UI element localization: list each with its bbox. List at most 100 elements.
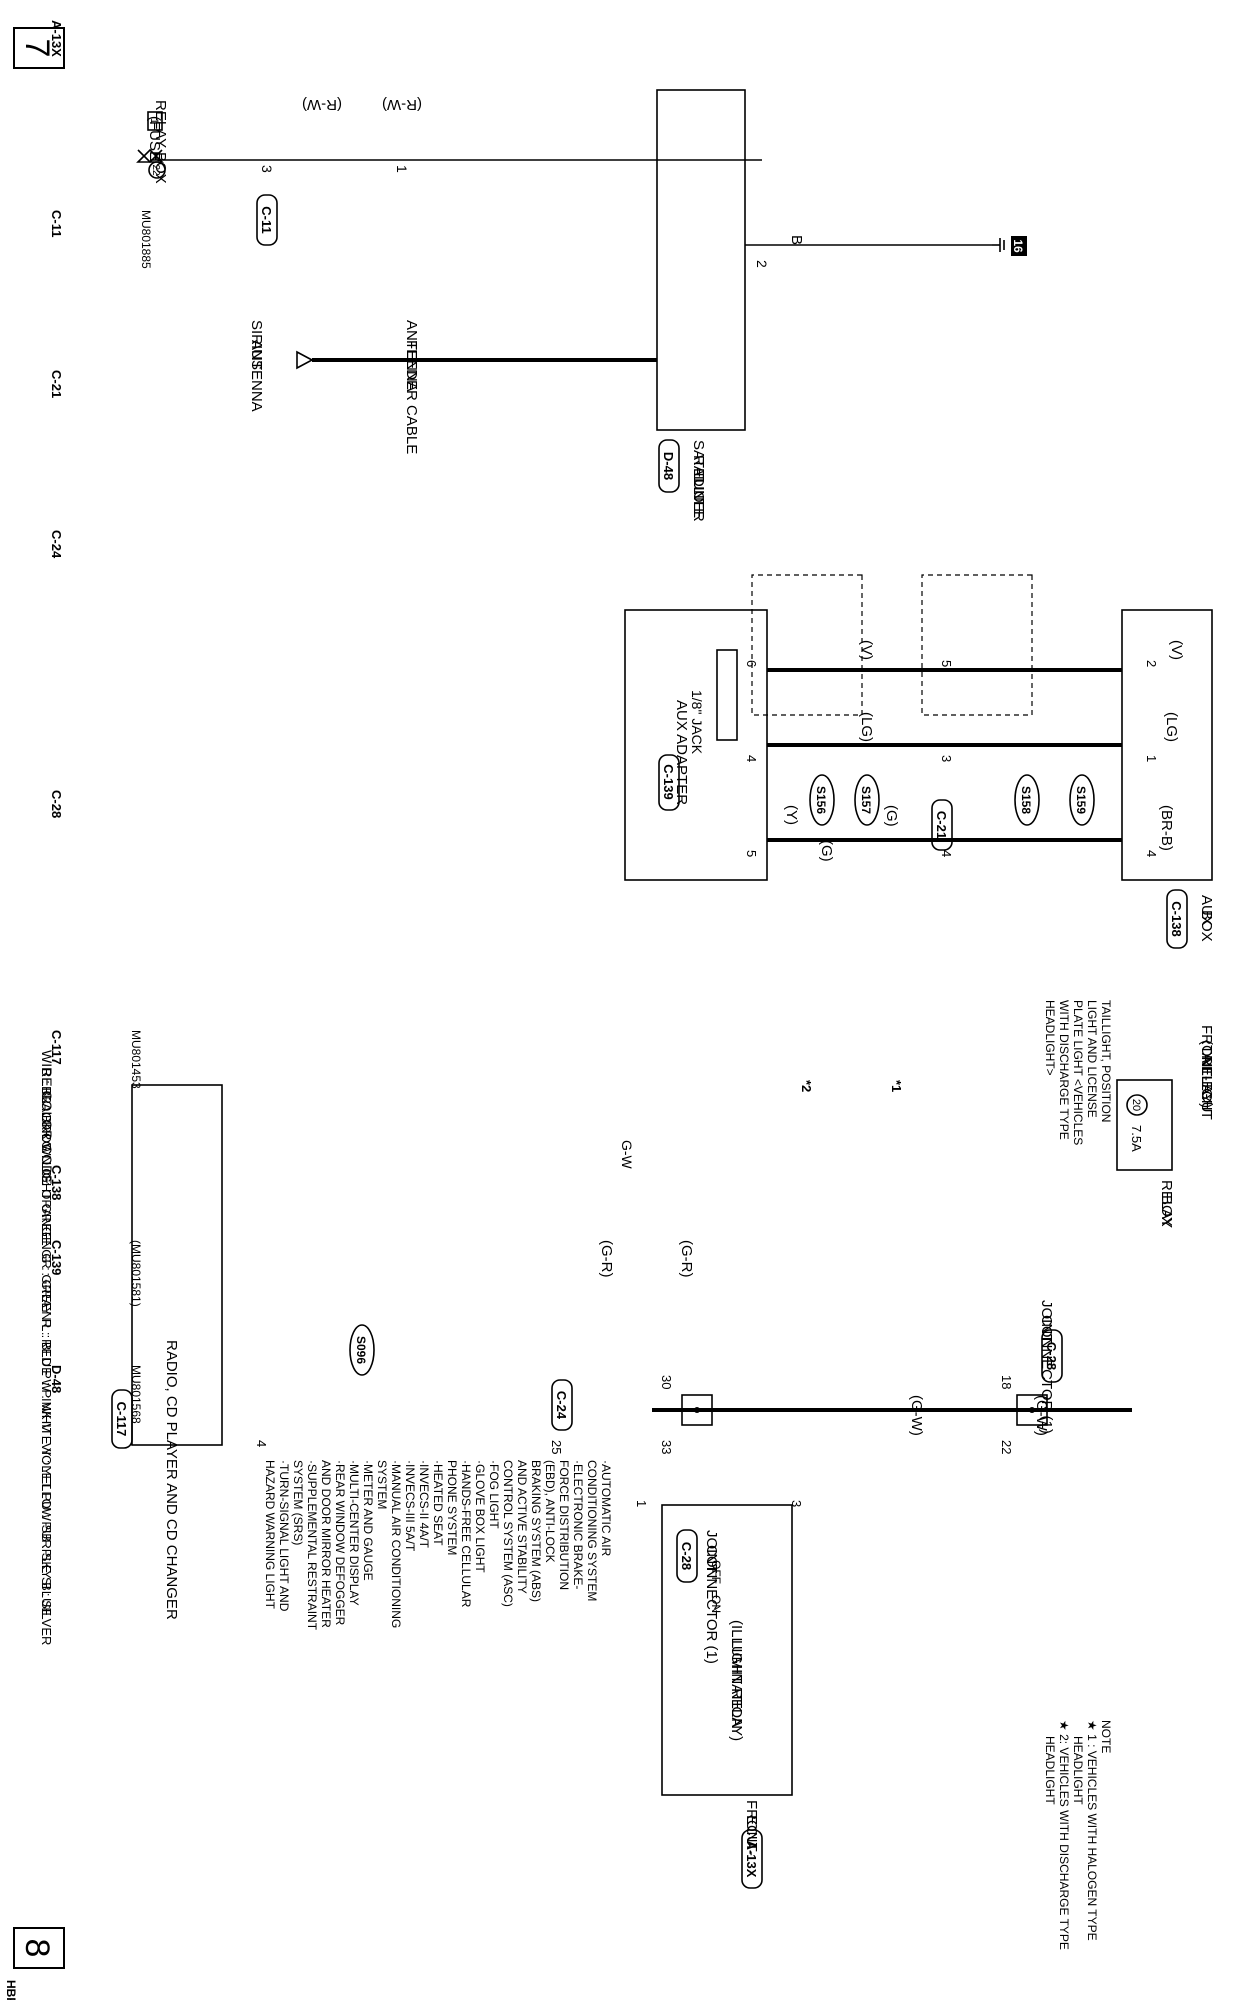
svg-text:D-48: D-48 xyxy=(49,1365,64,1393)
connector-c11: C-11 MU801885 xyxy=(49,210,153,269)
svg-text:S157: S157 xyxy=(859,786,873,814)
svg-text:*2: *2 xyxy=(799,1080,814,1092)
svg-text:ANTENNA: ANTENNA xyxy=(248,340,265,412)
svg-text:(V): (V) xyxy=(858,640,875,660)
svg-text:30: 30 xyxy=(659,1375,674,1389)
svg-text:(BR-B): (BR-B) xyxy=(1158,805,1175,851)
svg-text:HEADLIGHT: HEADLIGHT xyxy=(1043,1736,1057,1805)
svg-text:(G-R): (G-R) xyxy=(678,1240,695,1278)
svg-text:A-13X: A-13X xyxy=(49,20,64,57)
svg-text:(G): (G) xyxy=(883,805,900,827)
shield-box-2 xyxy=(751,574,863,716)
svg-text:16: 16 xyxy=(1011,239,1025,253)
svg-text:·MANUAL AIR CONDITIONING: ·MANUAL AIR CONDITIONING xyxy=(389,1460,403,1628)
svg-text:LIGHT AND LICENSE: LIGHT AND LICENSE xyxy=(1085,1000,1099,1118)
svg-text:B: B xyxy=(788,235,805,245)
connector-a13x: A-13X xyxy=(49,20,64,57)
svg-text:25: 25 xyxy=(549,1440,564,1454)
svg-text:JOINT: JOINT xyxy=(1038,1300,1055,1343)
aux-box: AUX BOX C-138 xyxy=(1121,609,1215,949)
svg-text:*1: *1 xyxy=(889,1080,904,1092)
svg-text:C-139: C-139 xyxy=(661,764,676,799)
svg-text:33: 33 xyxy=(659,1440,674,1454)
svg-text:LIGHT RELAY): LIGHT RELAY) xyxy=(728,1640,745,1741)
joint-connector-1b: JOINT CONNECTOR (1) C-28 30 33 xyxy=(659,1375,720,1664)
svg-text:S156: S156 xyxy=(814,786,828,814)
svg-text:ON: ON xyxy=(709,1595,723,1613)
svg-text:·INVECS-III 5A/T: ·INVECS-III 5A/T xyxy=(403,1460,417,1552)
svg-text:SYSTEM: SYSTEM xyxy=(375,1460,389,1509)
svg-text:HEADLIGHT: HEADLIGHT xyxy=(1071,1736,1085,1805)
svg-text:C-24: C-24 xyxy=(554,1391,569,1420)
svg-text:(ILLUMINATION: (ILLUMINATION xyxy=(728,1620,745,1729)
svg-text:CONNECTOR (1): CONNECTOR (1) xyxy=(703,1545,720,1664)
svg-text:ECU: ECU xyxy=(743,1815,760,1847)
svg-text:TAILLIGHT, POSITION: TAILLIGHT, POSITION xyxy=(1099,1000,1113,1122)
svg-text:ANTENNA: ANTENNA xyxy=(403,320,420,392)
splice-s158: S158 xyxy=(1014,774,1040,826)
svg-text:22: 22 xyxy=(150,164,161,176)
connector-c117: C-117 MU801453 xyxy=(49,1030,143,1089)
svg-text:WIRE COLOR CODE: WIRE COLOR CODE xyxy=(39,1050,55,1185)
svg-text:·MULTI-CENTER DISPLAY: ·MULTI-CENTER DISPLAY xyxy=(347,1460,361,1606)
svg-text:6: 6 xyxy=(744,660,759,667)
svg-text:WITH DISCHARGE TYPE: WITH DISCHARGE TYPE xyxy=(1057,1000,1071,1140)
svg-text:(Y): (Y) xyxy=(783,805,800,825)
taillight-note: TAILLIGHT, POSITION LIGHT AND LICENSE PL… xyxy=(1043,1000,1113,1145)
svg-text:1: 1 xyxy=(634,1500,649,1507)
sirius-antenna-icon: SIRIUS ANTENNA xyxy=(248,320,314,412)
shield-box-1 xyxy=(921,574,1033,716)
svg-text:MU801885: MU801885 xyxy=(139,210,153,269)
svg-text:AND ACTIVE STABILITY: AND ACTIVE STABILITY xyxy=(515,1460,529,1594)
svg-text:HAZARD WARNING LIGHT: HAZARD WARNING LIGHT xyxy=(263,1460,277,1610)
splice-s157: S157 xyxy=(854,774,880,826)
svg-text:·METER AND GAUGE: ·METER AND GAUGE xyxy=(361,1460,375,1581)
svg-text:(V): (V) xyxy=(1168,640,1185,660)
svg-text:4: 4 xyxy=(254,1440,269,1447)
svg-text:(G-W): (G-W) xyxy=(908,1395,925,1436)
svg-text:OFF: OFF xyxy=(709,1560,723,1584)
svg-text:1: 1 xyxy=(394,165,410,173)
svg-text:C-139: C-139 xyxy=(49,1240,64,1275)
svg-text:MU801453: MU801453 xyxy=(129,1030,143,1089)
connector-label-c24: C-24 25 xyxy=(549,1379,573,1454)
svg-text:HEADLIGHT>: HEADLIGHT> xyxy=(1043,1000,1057,1076)
svg-text:JOINT: JOINT xyxy=(703,1530,720,1573)
svg-text:C-138: C-138 xyxy=(49,1165,64,1200)
connector-label-c11: C-11 xyxy=(256,194,278,246)
svg-text:·HEATED SEAT: ·HEATED SEAT xyxy=(431,1460,445,1546)
note-box: NOTE ★ 1 : VEHICLES WITH HALOGEN TYPE HE… xyxy=(1043,1720,1113,1950)
svg-text:·SUPPLEMENTAL RESTRAINT: ·SUPPLEMENTAL RESTRAINT xyxy=(305,1460,319,1631)
svg-text:PHONE SYSTEM: PHONE SYSTEM xyxy=(445,1460,459,1555)
svg-text:SYSTEM (SRS): SYSTEM (SRS) xyxy=(291,1460,305,1545)
svg-text:1: 1 xyxy=(1144,755,1159,762)
svg-text:2: 2 xyxy=(1144,660,1159,667)
svg-text:4: 4 xyxy=(744,755,759,762)
svg-text:C-28: C-28 xyxy=(49,790,64,818)
svg-text:C-138: C-138 xyxy=(1169,901,1184,936)
connector-label-c21: C-21 xyxy=(931,799,953,851)
ground-16-icon: 16 xyxy=(992,236,1027,256)
svg-text:RADIO: RADIO xyxy=(690,455,707,503)
svg-text:C-21: C-21 xyxy=(49,370,64,398)
svg-text:MU801568: MU801568 xyxy=(129,1365,143,1424)
svg-text:AUX: AUX xyxy=(1198,895,1215,926)
front-ecu-taillight-relay: FRONT-ECU (TAILLIGHT RELAY) xyxy=(1198,1025,1215,1120)
illumination-relay: (ILLUMINATION LIGHT RELAY) OFF ON FRONT-… xyxy=(661,1504,793,1889)
svg-text:·REAR WINDOW DEFOGGER: ·REAR WINDOW DEFOGGER xyxy=(333,1460,347,1626)
svg-text:FORCE DISTRIBUTION: FORCE DISTRIBUTION xyxy=(557,1460,571,1590)
svg-text:B : BLACK LG : LIGHT GREEN: B : BLACK LG : LIGHT GREEN G : GREEN L :… xyxy=(39,1068,54,1616)
svg-text:(R-W): (R-W) xyxy=(302,96,342,113)
svg-text:1: 1 xyxy=(148,118,160,124)
svg-text:SIRIUS: SIRIUS xyxy=(248,320,265,370)
svg-text:CONDITIONING SYSTEM: CONDITIONING SYSTEM xyxy=(585,1460,599,1601)
svg-text:(TAILLIGHT: (TAILLIGHT xyxy=(1198,1040,1215,1120)
svg-text:G-W: G-W xyxy=(619,1140,635,1170)
svg-text:C-24: C-24 xyxy=(49,530,64,559)
svg-text:AUX ADAPTER: AUX ADAPTER xyxy=(673,700,690,805)
joint-connector-1a: JOINT CONNECTOR (1) C-28 18 22 xyxy=(999,1300,1063,1454)
svg-text:4: 4 xyxy=(1144,850,1159,857)
svg-text:C-21: C-21 xyxy=(934,811,949,839)
